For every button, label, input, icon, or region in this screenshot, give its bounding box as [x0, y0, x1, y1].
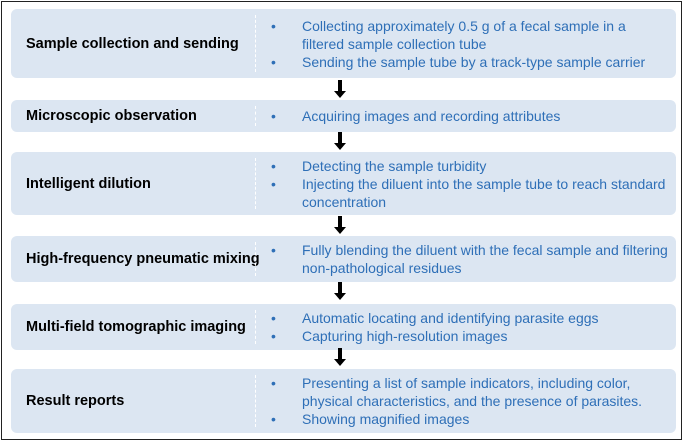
step-bullet-list: • Collecting approximately 0.5 g of a fec… — [269, 9, 668, 78]
bullet-item: • Collecting approximately 0.5 g of a fec… — [269, 17, 668, 53]
step-title: High-frequency pneumatic mixing — [26, 251, 260, 267]
step-title: Intelligent dilution — [26, 175, 151, 192]
bullet-dot-icon: • — [271, 328, 276, 344]
bullet-text: Collecting approximately 0.5 g of a feca… — [302, 17, 626, 52]
bullet-text: Fully blending the diluent with the feca… — [302, 242, 668, 276]
bullet-item: • Presenting a list of sample indicators,… — [269, 374, 668, 410]
bullet-dot-icon: • — [271, 108, 276, 124]
step-bullet-list: • Presenting a list of sample indicators,… — [269, 369, 668, 433]
bullet-item: • Showing magnified images — [269, 410, 668, 428]
bullet-dot-icon: • — [271, 175, 276, 192]
dashed-divider — [255, 242, 256, 276]
step-intelligent-dilution: Intelligent dilution • Detecting the samp… — [11, 152, 676, 215]
step-result-reports: Result reports • Presenting a list of sam… — [11, 369, 676, 433]
bullet-dot-icon: • — [271, 242, 276, 258]
step-title: Result reports — [26, 393, 125, 409]
down-arrow-icon — [334, 282, 346, 300]
step-title: Multi-field tomographic imaging — [26, 319, 246, 335]
bullet-item: • Fully blending the diluent with the fec… — [269, 241, 668, 277]
bullet-text: Detecting the sample turbidity — [302, 157, 487, 174]
step-title: Microscopic observation — [26, 108, 197, 124]
dashed-divider — [255, 375, 256, 427]
bullet-text: Presenting a list of sample indicators, … — [302, 375, 643, 409]
dashed-divider — [255, 15, 256, 72]
bullet-item: • Injecting the diluent into the sample t… — [269, 175, 668, 211]
bullet-item: • Automatic locating and identifying para… — [269, 309, 668, 327]
bullet-text: Showing magnified images — [302, 411, 470, 427]
bullet-dot-icon: • — [271, 310, 276, 326]
bullet-text: Automatic locating and identifying paras… — [302, 310, 599, 326]
dashed-divider — [255, 106, 256, 126]
bullet-dot-icon: • — [271, 375, 276, 391]
step-bullet-list: • Detecting the sample turbidity • Injecti… — [269, 152, 668, 215]
dashed-divider — [255, 158, 256, 209]
bullet-text: Sending the sample tube by a track-type … — [302, 53, 646, 70]
bullet-text: Acquiring images and recording attribute… — [302, 108, 561, 124]
bullet-dot-icon: • — [271, 53, 276, 70]
step-tomographic-imaging: Multi-field tomographic imaging • Automat… — [11, 304, 676, 350]
bullet-dot-icon: • — [271, 411, 276, 427]
down-arrow-icon — [334, 80, 346, 98]
bullet-dot-icon: • — [271, 17, 276, 34]
step-title: Sample collection and sending — [26, 35, 239, 52]
bullet-text: Injecting the diluent into the sample tu… — [302, 175, 666, 210]
bullet-text: Capturing high-resolution images — [302, 328, 508, 344]
step-bullet-list: • Fully blending the diluent with the fec… — [269, 236, 668, 282]
bullet-item: • Detecting the sample turbidity — [269, 157, 668, 175]
bullet-dot-icon: • — [271, 157, 276, 174]
step-pneumatic-mixing: High-frequency pneumatic mixing • Fully b… — [11, 236, 676, 282]
step-sample-collection: Sample collection and sending • Collectin… — [11, 9, 676, 78]
bullet-item: • Sending the sample tube by a track-type… — [269, 53, 668, 71]
bullet-item: • Capturing high-resolution images — [269, 327, 668, 345]
down-arrow-icon — [334, 348, 346, 366]
down-arrow-icon — [334, 216, 346, 234]
bullet-item: • Acquiring images and recording attribut… — [269, 107, 668, 125]
down-arrow-icon — [334, 132, 346, 150]
step-bullet-list: • Automatic locating and identifying para… — [269, 304, 668, 350]
step-microscopic-observation: Microscopic observation • Acquiring image… — [11, 100, 676, 132]
dashed-divider — [255, 310, 256, 344]
step-bullet-list: • Acquiring images and recording attribut… — [269, 100, 668, 132]
